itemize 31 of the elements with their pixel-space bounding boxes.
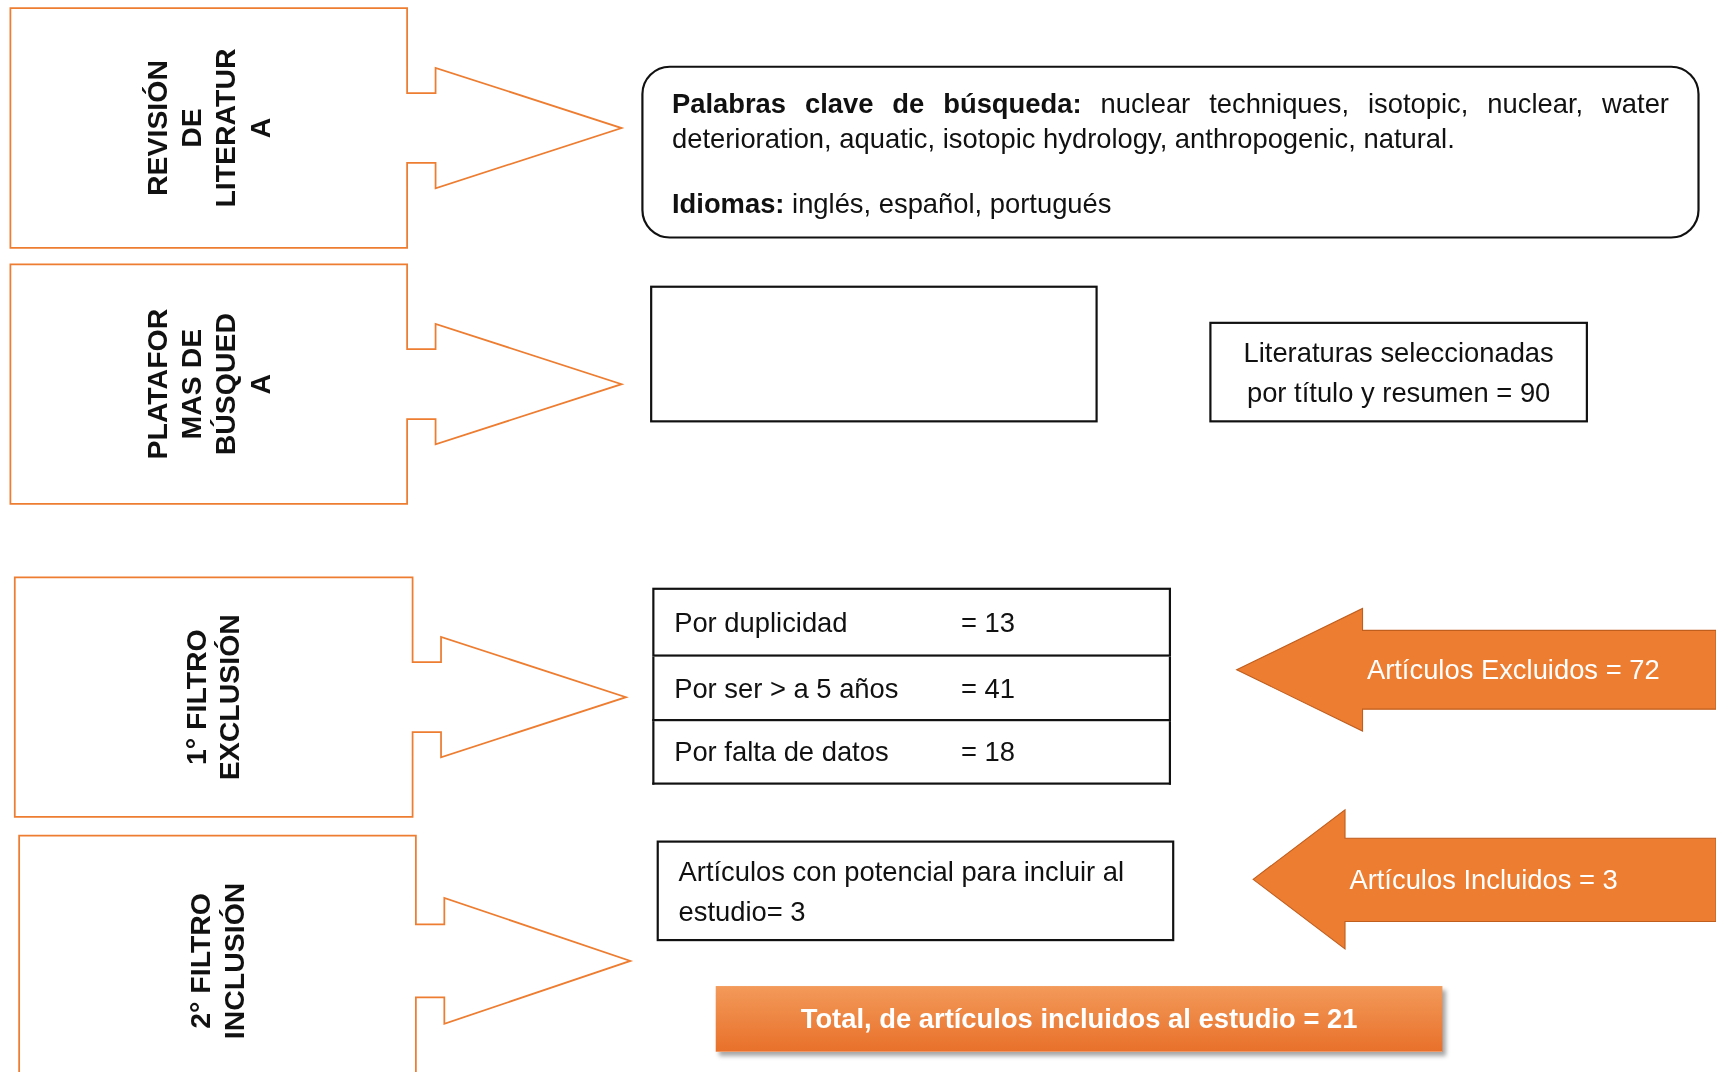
table-row <box>652 656 1171 722</box>
row-value: = 13 <box>960 605 1015 640</box>
vertical-label: REVISIÓN DE LITERATURA <box>140 47 277 210</box>
arrow-text: Artículos Excluidos = 72 <box>1366 653 1660 687</box>
arrow-callout-shape <box>9 7 622 249</box>
text-box <box>650 285 1098 423</box>
row-value: = 41 <box>960 671 1015 705</box>
box-text: Artículos con potencial para incluir al estudio= 3 <box>678 854 1126 929</box>
banner-text: Total, de artículos incluidos al estudio = 21 <box>799 1002 1359 1036</box>
row-value: = 18 <box>960 735 1015 769</box>
table-row <box>652 587 1171 657</box>
box-text: Palabras clave de búsqueda: nuclear techniques, isotopic, nuclear, water deterioration, aquatic, isotopic hydrology, anthropogenic, natural. <box>671 86 1669 156</box>
vertical-label: 1° FILTRO EXCLUSIÓN <box>179 613 248 783</box>
arrow-text: Artículos Incluidos = 3 <box>1349 863 1618 897</box>
box-text: Idiomas: inglés, español, portugués <box>671 187 1113 221</box>
arrow-callout-shape <box>9 263 622 505</box>
text-box <box>641 65 1700 239</box>
row-label: Por ser > a 5 años <box>674 671 899 705</box>
vertical-label: 2° FILTRO INCLUSIÓN <box>183 881 252 1042</box>
row-label: Por duplicidad <box>674 605 848 640</box>
box-text: Literaturas seleccionadas por título y resumen = 90 <box>1242 336 1555 410</box>
left-arrow-shape <box>1253 809 1716 949</box>
text-box <box>656 840 1175 942</box>
total-banner <box>715 986 1443 1052</box>
text-box <box>1209 321 1588 423</box>
row-label: Por falta de datos <box>674 735 889 769</box>
table-row <box>652 721 1171 785</box>
arrow-callout-shape <box>14 576 626 818</box>
vertical-label: PLATAFORMAS DE BÚSQUEDA <box>140 307 277 462</box>
arrow-callout-shape <box>18 835 631 1072</box>
left-arrow-shape <box>1236 608 1716 732</box>
